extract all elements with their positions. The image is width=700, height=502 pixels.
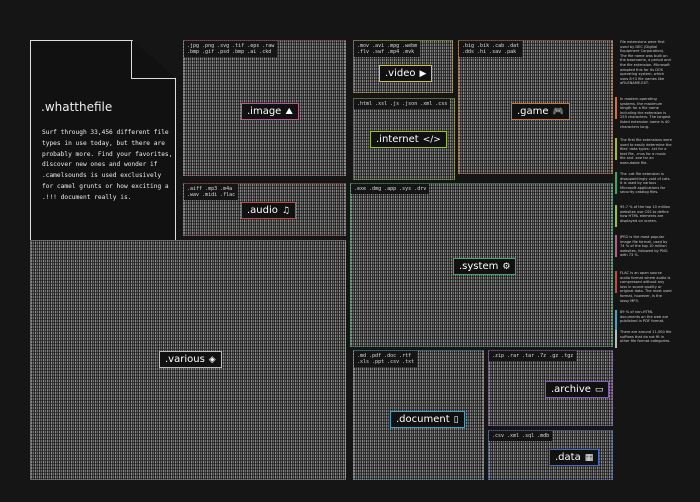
note-marker [615, 271, 617, 293]
extension-list: .aiff .mp3 .m4a .wav .midi .flac [184, 184, 239, 200]
music-note-icon: ♫ [281, 205, 290, 216]
extension-list: .big .bik .cab .dat .dds .hi .sav .pak [459, 41, 523, 57]
category-label[interactable]: .various◈ [159, 351, 222, 368]
category-panel-data[interactable]: .csv .xml .sql .mdb .data▦ [488, 430, 613, 480]
fact-note: 89 % of non-HTML documents on the web ar… [620, 310, 669, 324]
category-panel-image[interactable]: .jpg .png .svg .tif .eps .raw .bmp .gif … [183, 40, 346, 176]
category-label[interactable]: .image⛰ [241, 103, 299, 120]
category-panel-system[interactable]: .exe .dmg .app .sys .drv .system⚙ [350, 183, 613, 347]
category-panel-video[interactable]: .mov .avi .mpg .webm .flv .swf .mp4 .mvk… [353, 40, 453, 93]
category-panel-game[interactable]: .big .bik .cab .dat .dds .hi .sav .pak .g… [458, 40, 613, 174]
category-label[interactable]: .audio♫ [241, 202, 296, 219]
note-marker [615, 235, 617, 257]
play-icon: ▶ [419, 68, 427, 79]
fact-note: The .cat file extension is disappointing… [620, 172, 671, 195]
category-label[interactable]: .document▯ [390, 411, 465, 428]
extension-list: .html .xsl .js .json .xml .css [354, 99, 451, 109]
note-marker [615, 138, 617, 160]
category-label-text: .audio [247, 205, 278, 216]
intro-title: .whatthefile [41, 100, 113, 114]
category-label[interactable]: .system⚙ [453, 258, 517, 275]
category-panel-various[interactable]: .various◈ [30, 240, 346, 480]
note-marker [615, 310, 617, 332]
layers-icon: ◈ [208, 354, 216, 365]
extension-list: .exe .dmg .app .sys .drv [351, 184, 430, 194]
extension-list: .mov .avi .mpg .webm .flv .swf .mp4 .mvk [354, 41, 421, 57]
intro-text: Surf through 33,456 different file types… [42, 129, 173, 201]
fact-note: In modern operating systems, the maximum… [620, 97, 671, 129]
extension-list: .md .pdf .doc .rtf .xls .ppt .csv .txt [354, 351, 418, 367]
gamepad-icon: 🎮 [552, 106, 564, 117]
category-label-text: .game [517, 106, 549, 117]
intro-card [30, 40, 176, 266]
note-marker [615, 330, 617, 348]
category-label[interactable]: .data▦ [549, 449, 600, 466]
category-label-text: .data [555, 452, 581, 463]
fact-note: There are around 11,000 file suffixes th… [620, 330, 672, 344]
category-label[interactable]: .archive▭ [545, 381, 610, 398]
category-label[interactable]: .internet</> [370, 131, 447, 148]
fact-note: The first file extensions were used to e… [620, 138, 672, 165]
document-icon: ▯ [453, 414, 459, 425]
folded-corner [131, 40, 176, 79]
code-icon: </> [422, 134, 441, 145]
category-panel-audio[interactable]: .aiff .mp3 .m4a .wav .midi .flac.audio♫ [183, 183, 346, 236]
gear-icon: ⚙ [502, 261, 511, 272]
category-label-text: .image [247, 106, 282, 117]
fact-note: JPEG is the most popular image file form… [620, 235, 668, 258]
category-label[interactable]: .game🎮 [511, 103, 570, 120]
image-icon: ⛰ [285, 106, 293, 117]
fact-note: File extensions were first used by DEC (… [620, 40, 671, 86]
category-label-text: .system [459, 261, 499, 272]
note-marker [615, 172, 617, 194]
extension-list: .csv .xml .sql .mdb [489, 431, 553, 441]
note-marker [615, 97, 617, 119]
category-panel-archive[interactable]: .zip .rar .tar .7z .gz .tgz .archive▭ [488, 350, 613, 426]
category-label-text: .document [396, 414, 450, 425]
note-marker [615, 40, 617, 62]
folder-icon: ▭ [594, 384, 604, 395]
category-panel-document[interactable]: .md .pdf .doc .rtf .xls .ppt .csv .txt .d… [353, 350, 484, 480]
category-label-text: .archive [551, 384, 591, 395]
fact-note: FLAC is an open source audio format wher… [620, 271, 672, 303]
extension-list: .zip .rar .tar .7z .gz .tgz [489, 351, 577, 361]
category-label-text: .various [165, 354, 205, 365]
category-label-text: .internet [376, 134, 419, 145]
note-marker [615, 205, 617, 227]
category-label-text: .video [385, 68, 416, 79]
fact-note: 95.7 % of the top 10 million websites us… [620, 205, 671, 223]
category-panel-internet[interactable]: .html .xsl .js .json .xml .css .internet<… [353, 98, 455, 180]
table-icon: ▦ [584, 452, 594, 463]
extension-list: .jpg .png .svg .tif .eps .raw .bmp .gif … [184, 41, 278, 57]
category-label[interactable]: .video▶ [379, 65, 433, 82]
